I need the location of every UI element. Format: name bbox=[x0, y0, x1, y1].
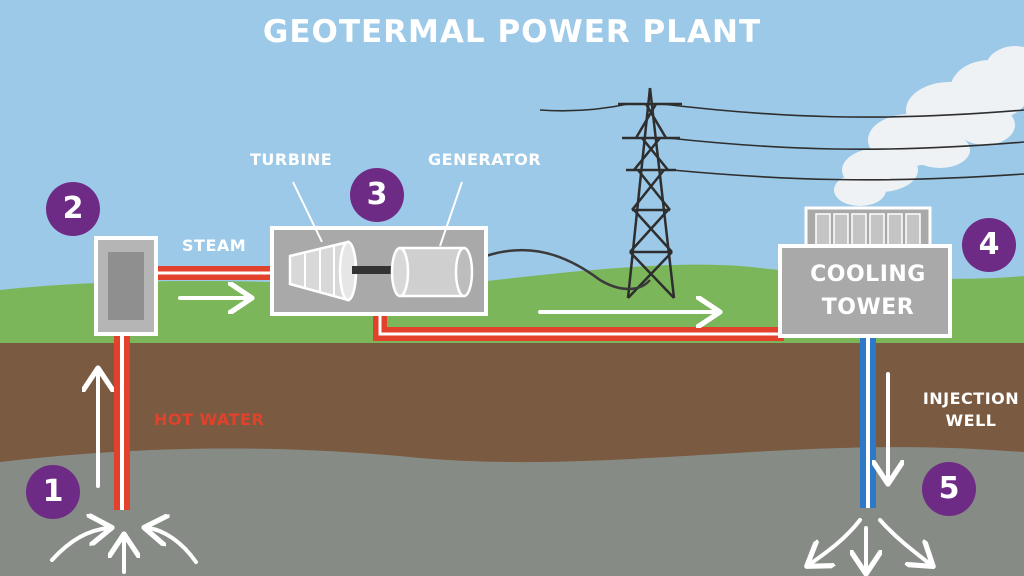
step-badge-5: 5 bbox=[922, 462, 976, 516]
pylon bbox=[618, 87, 682, 299]
generator-cable bbox=[469, 248, 651, 291]
cooling-tower-label-line1: COOLING bbox=[810, 262, 926, 287]
power-lines bbox=[539, 103, 1024, 181]
generator-label: GENERATOR bbox=[428, 150, 542, 169]
steam-label: STEAM bbox=[182, 236, 247, 255]
arrow-outflow-left bbox=[810, 518, 862, 564]
separator bbox=[94, 236, 158, 336]
injection-well-label: INJECTION WELL bbox=[916, 388, 1024, 432]
turbine-label: TURBINE bbox=[250, 150, 333, 169]
step-badge-4: 4 bbox=[962, 218, 1016, 272]
generator-leader bbox=[439, 181, 463, 247]
cooling-tower-label: COOLING TOWER bbox=[790, 258, 946, 324]
arrow-reservoir-left bbox=[50, 528, 108, 562]
diagram-title: GEOTERMAL POWER PLANT bbox=[262, 14, 762, 50]
turbine-leader bbox=[292, 181, 323, 243]
injection-well-label-line2: WELL bbox=[945, 411, 997, 430]
turbine-housing bbox=[270, 226, 488, 316]
step-badge-3: 3 bbox=[350, 168, 404, 222]
arrow-outflow-right bbox=[878, 518, 930, 564]
cooling-tower-label-line2: TOWER bbox=[821, 295, 915, 320]
rock-layer bbox=[0, 447, 1024, 576]
generator-cylinder bbox=[390, 246, 474, 298]
steam-cloud bbox=[834, 46, 1024, 206]
turbine-shaft bbox=[352, 266, 402, 274]
flow-arrows bbox=[50, 298, 930, 572]
step-badge-1: 1 bbox=[26, 465, 80, 519]
arrow-reservoir-right bbox=[148, 528, 198, 564]
cooling-tower bbox=[778, 206, 952, 338]
step-badge-2: 2 bbox=[46, 182, 100, 236]
hot-water-label: HOT WATER bbox=[154, 410, 265, 429]
injection-well-label-line1: INJECTION bbox=[922, 389, 1020, 408]
